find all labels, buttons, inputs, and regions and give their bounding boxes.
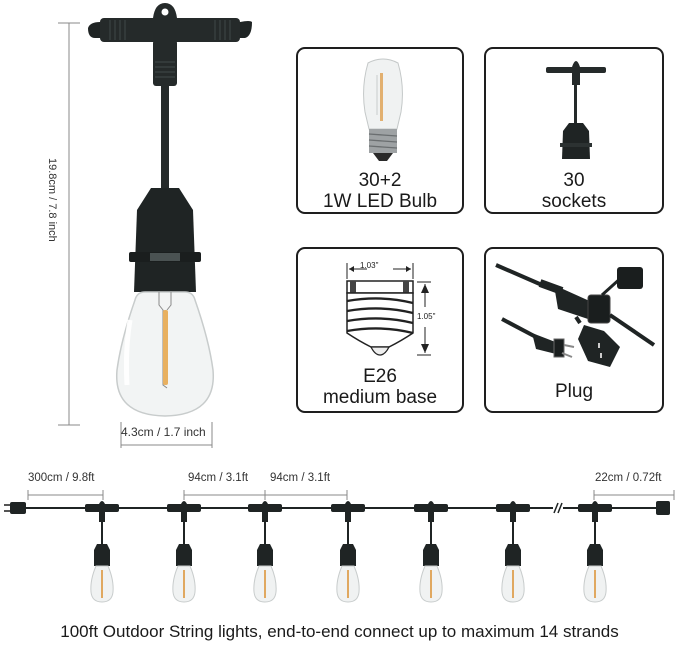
width-dimension-line [120, 422, 213, 448]
width-label: 4.3cm / 1.7 inch [121, 425, 206, 439]
e26-base-icon [346, 263, 431, 356]
base-type: E26 [363, 366, 397, 387]
base-height-label: 1.05" [417, 312, 436, 321]
bulb-count: 30+2 [358, 170, 402, 191]
hanging-bulb-icon [88, 3, 252, 417]
card-e26-base: 1.03" 1.05" E26 medium base [296, 247, 464, 413]
height-label: 19.8cm / 7.8 inch [46, 158, 58, 242]
product-caption: 100ft Outdoor String lights, end-to-end … [60, 622, 619, 641]
plug-label: Plug [554, 381, 594, 402]
card-sockets: 30 sockets [484, 47, 664, 214]
base-width-label: 1.03" [360, 261, 379, 270]
card-plug: Plug [484, 247, 664, 413]
socket-label: sockets [541, 191, 607, 212]
height-dimension-line [58, 22, 80, 426]
base-description: medium base [322, 387, 438, 408]
spacing-label-2: 94cm / 3.1ft [270, 472, 331, 484]
led-bulb-icon [363, 58, 403, 161]
plug-icon [495, 263, 656, 367]
end-length-label: 22cm / 0.72ft [595, 472, 662, 484]
socket-icon [546, 61, 606, 159]
lead-length-label: 300cm / 9.8ft [28, 472, 95, 484]
string-cable [4, 490, 675, 603]
spacing-label-1: 94cm / 3.1ft [188, 472, 249, 484]
bulb-type: 1W LED Bulb [322, 191, 438, 212]
card-led-bulb: 30+2 1W LED Bulb [296, 47, 464, 214]
socket-count: 30 [563, 170, 585, 191]
